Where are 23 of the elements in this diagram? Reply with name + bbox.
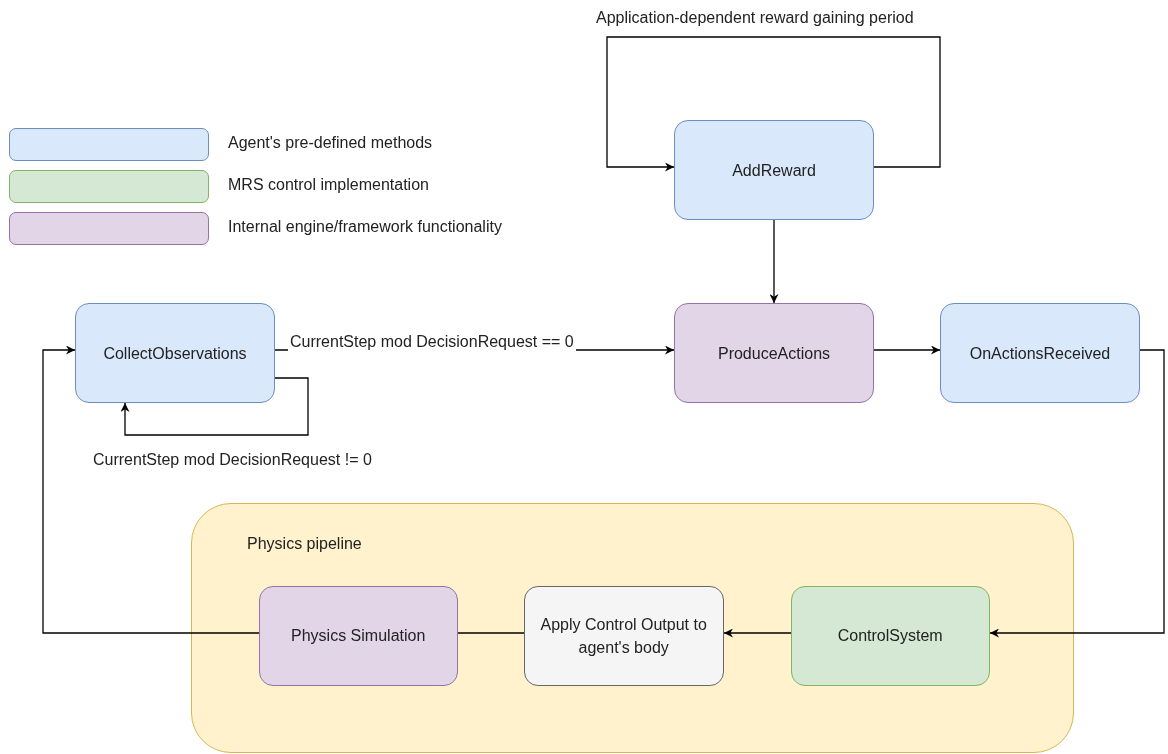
edge-label: Application-dependent reward gaining period bbox=[594, 8, 916, 28]
process-box: AddReward bbox=[674, 120, 874, 220]
legend-label: Agent's pre-defined methods bbox=[228, 134, 433, 152]
process-box: Apply Control Output to agent's body bbox=[523, 585, 724, 686]
arrow bbox=[42, 345, 260, 634]
arrow bbox=[769, 219, 779, 304]
arrow bbox=[606, 36, 941, 172]
arrow bbox=[723, 628, 792, 638]
connector-line bbox=[457, 632, 525, 634]
pipeline-container bbox=[191, 503, 1074, 753]
process-box: Physics Simulation bbox=[258, 585, 458, 686]
arrow bbox=[989, 349, 1165, 638]
process-box: OnActionsReceived bbox=[940, 303, 1140, 403]
legend-label: Internal engine/framework functionality bbox=[228, 218, 502, 236]
process-box: CollectObservations bbox=[75, 303, 275, 403]
arrow bbox=[120, 377, 309, 436]
edge-label: CurrentStep mod DecisionRequest == 0 bbox=[288, 332, 576, 352]
process-box: ControlSystem bbox=[790, 585, 990, 686]
arrow bbox=[873, 345, 941, 355]
edge-label: CurrentStep mod DecisionRequest != 0 bbox=[91, 450, 374, 470]
process-box: ProduceActions bbox=[674, 303, 874, 403]
legend-label: MRS control implementation bbox=[228, 176, 429, 194]
container-title: Physics pipeline bbox=[247, 534, 362, 554]
